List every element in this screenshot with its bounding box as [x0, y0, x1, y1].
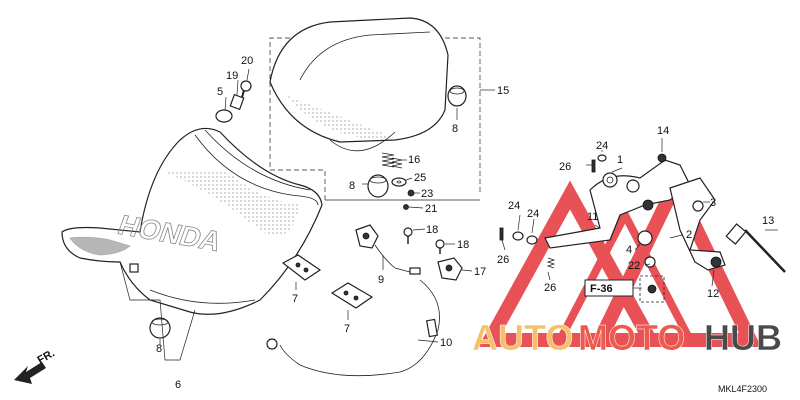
seat-hook	[129, 263, 139, 273]
callout-17: 17	[474, 266, 486, 278]
cable-adjuster	[425, 318, 439, 338]
pivot-rod-13	[744, 229, 786, 273]
callout-3: 3	[710, 197, 716, 209]
footpeg-bracket-assembly	[544, 153, 726, 271]
diagram-code: MKL4F2300	[718, 384, 767, 394]
seat-lock-assembly	[355, 224, 379, 249]
rubber-damper-seat	[149, 317, 171, 339]
screw-21	[403, 204, 409, 210]
watermark-moto: MOTO	[578, 317, 685, 358]
callout-24-mid: 24	[527, 208, 539, 220]
callout-7-upper: 7	[292, 293, 298, 305]
callout-13: 13	[762, 215, 774, 227]
callout-19: 19	[226, 70, 238, 82]
callout-24-upper: 24	[596, 140, 608, 152]
seat-pad-upper	[281, 254, 322, 281]
collar-19	[229, 93, 245, 111]
callout-14: 14	[657, 125, 669, 137]
bolt-18-upper	[403, 227, 413, 237]
callout-4: 4	[626, 244, 632, 256]
callout-9: 9	[378, 274, 384, 286]
seat-lock-cable	[279, 279, 440, 377]
washer-24-upper	[597, 154, 607, 162]
seat-cushion-spring	[381, 152, 403, 169]
callout-22: 22	[628, 260, 640, 272]
rubber-damper-center	[367, 174, 389, 198]
callout-1: 1	[617, 154, 623, 166]
callout-16: 16	[408, 154, 420, 166]
callout-8-cowl: 8	[452, 123, 458, 135]
pin-26-left	[499, 227, 504, 241]
front-label: FR.	[36, 347, 57, 366]
seat-pad-lower	[330, 282, 374, 309]
callout-23: 23	[421, 188, 433, 200]
pin-26-upper	[591, 159, 596, 173]
washer-24-left-b	[526, 235, 538, 245]
callout-24-left: 24	[508, 200, 520, 212]
callout-5: 5	[217, 86, 223, 98]
bolt-18-lower	[435, 239, 445, 249]
callout-6: 6	[175, 379, 181, 391]
watermark-hub: HUB	[704, 317, 782, 358]
grommet-5	[215, 109, 233, 123]
callout-26-left: 26	[497, 254, 509, 266]
callout-26-upper: 26	[559, 161, 571, 173]
lock-cable-end	[409, 267, 421, 275]
cowl-group-frame	[269, 37, 481, 200]
callout-12: 12	[707, 288, 719, 300]
cable-end-fitting	[266, 338, 278, 350]
reference-label: F-36	[590, 283, 613, 295]
callout-25: 25	[414, 172, 426, 184]
watermark-auto: AUTO	[472, 317, 573, 358]
callout-20: 20	[241, 55, 253, 67]
watermark-triangle-center	[553, 206, 697, 344]
lock-cable-short	[374, 244, 411, 273]
callout-2: 2	[686, 229, 692, 241]
washer-25	[391, 177, 407, 187]
callout-leader-6	[119, 261, 196, 361]
front-direction-arrow	[14, 362, 46, 384]
callout-8-center: 8	[349, 180, 355, 192]
callout-26-lower: 26	[544, 282, 556, 294]
watermark-text: AUTO MOTO HUB	[472, 317, 783, 359]
seat-latch	[437, 257, 463, 281]
callout-8-seat: 8	[156, 343, 162, 355]
spring-26	[546, 257, 556, 269]
callout-10: 10	[440, 337, 452, 349]
rubber-damper-cowl	[447, 85, 467, 107]
callout-labels: 1 2 3 4 5 6 7 7 8 8 8 9 10 11 12 13 14 1…	[156, 55, 774, 391]
callout-21: 21	[425, 203, 437, 215]
nut-23	[407, 189, 415, 197]
washer-24-left-a	[512, 231, 524, 241]
rear-seat-cowl	[269, 17, 449, 152]
callout-18-upper: 18	[426, 224, 438, 236]
callout-7-lower: 7	[344, 323, 350, 335]
callout-18-lower: 18	[457, 239, 469, 251]
callout-11: 11	[587, 211, 598, 223]
callout-15: 15	[497, 85, 509, 97]
rod-collar	[725, 223, 747, 245]
front-seat: HONDA	[61, 127, 323, 315]
reference-bolt	[647, 284, 657, 294]
